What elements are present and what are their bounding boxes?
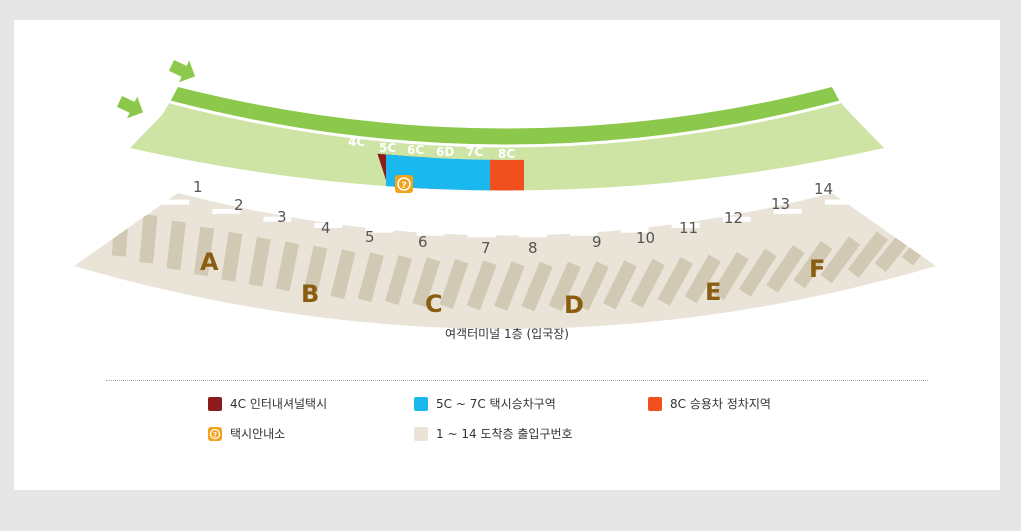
parking-stripe (548, 261, 581, 312)
road-separator (169, 100, 841, 148)
terminal-label: 여객터미널 1층 (입국장) (445, 327, 569, 341)
legend-gates: 1 ~ 14 도착층 출입구번호 (414, 425, 573, 442)
bay-6d-label: 6D (436, 145, 454, 159)
gate-notch (824, 199, 853, 205)
legend-international-taxi: 4C 인터내셔널택시 (208, 395, 327, 412)
parking-stripe (166, 220, 186, 271)
gate-number: 13 (771, 195, 790, 213)
car-zone-swatch (648, 396, 662, 411)
zone-letters: A B C D E F (200, 248, 825, 319)
gate-notch (773, 208, 802, 214)
parking-stripe (385, 254, 413, 305)
parking-stripe (275, 241, 300, 292)
parking-stripe (793, 240, 833, 289)
parking-stripe (221, 232, 243, 282)
gate-notch (467, 232, 496, 238)
parking-stripe (357, 252, 384, 303)
gate-number: 7 (481, 239, 491, 257)
zone-letter: C (425, 290, 443, 318)
parking-stripe (847, 231, 888, 278)
gate-number: 8 (528, 239, 538, 257)
gate-notch (671, 222, 700, 228)
parking-stripe (330, 249, 356, 300)
gate-number: 9 (592, 233, 602, 251)
gate-notch (263, 216, 292, 222)
parking-stripe (575, 261, 609, 311)
parking-stripe (494, 261, 525, 312)
parking-stripe (711, 251, 749, 301)
zone-letter: D (564, 291, 584, 319)
gate-notch (314, 222, 343, 228)
gate-notch (518, 232, 547, 238)
international-taxi-swatch (208, 396, 222, 411)
parking-stripe (193, 226, 215, 277)
legend-car-zone-label: 8C 승용차 정차지역 (670, 397, 771, 411)
outer-road (130, 115, 884, 191)
gate-notch (620, 227, 649, 233)
gate-number: 6 (418, 233, 428, 251)
gate-number: 2 (234, 196, 244, 214)
svg-text:?: ? (213, 431, 217, 439)
bay-5c-label: 5C (379, 141, 396, 155)
parking-stripe (766, 245, 805, 293)
svg-text:?: ? (401, 181, 406, 191)
parking-stripe (412, 257, 441, 308)
parking-stripe (439, 258, 469, 309)
parking-stripe (657, 256, 693, 306)
parking-stripe (820, 236, 861, 284)
parking-stripe (466, 260, 497, 311)
zone-letter: A (200, 248, 219, 276)
gates-swatch (414, 426, 428, 441)
legend-car-zone: 8C 승용차 정차지역 (648, 395, 771, 412)
parking-stripe (739, 248, 777, 297)
gate-notches (161, 199, 853, 238)
gate-number: 4 (321, 219, 331, 237)
legend-taxi-info: ? 택시안내소 (208, 425, 285, 442)
bay-7c-label: 7C (466, 145, 483, 159)
parking-stripe (521, 261, 553, 312)
bay-6c-label: 6C (407, 143, 424, 157)
zone-letter: B (301, 280, 319, 308)
zone-letter: E (705, 278, 721, 306)
parking-stripe (630, 258, 665, 308)
gate-notch (416, 230, 445, 236)
parking-stripe (303, 245, 328, 296)
bay-4c-label: 4C (348, 135, 365, 149)
gate-number: 12 (724, 209, 743, 227)
taxi-info-icon[interactable]: ? (395, 175, 413, 193)
zone-letter: F (809, 255, 825, 283)
legend-international-taxi-label: 4C 인터내셔널택시 (230, 397, 328, 411)
gate-number: 14 (814, 180, 833, 198)
legend-taxi-zone-label: 5C ~ 7C 택시승차구역 (436, 397, 556, 411)
inner-road (170, 87, 840, 146)
gate-number: 10 (636, 229, 655, 247)
parking-stripe (139, 214, 158, 264)
parking-stripe (248, 236, 271, 287)
legend-taxi-zone: 5C ~ 7C 택시승차구역 (414, 395, 556, 412)
gate-notch (161, 199, 190, 205)
gate-number: 3 (277, 208, 287, 226)
parking-stripe (603, 260, 637, 310)
parking-stripe (684, 254, 721, 304)
gate-number: 1 (193, 178, 203, 196)
gate-notch (569, 230, 598, 236)
gate-notch (212, 208, 241, 214)
gate-notch (722, 216, 751, 222)
legend-divider (106, 380, 928, 381)
taxi-zone-swatch (414, 396, 428, 411)
parking-stripes (111, 207, 936, 312)
bay-8c-label: 8C (498, 147, 515, 161)
legend-gates-label: 1 ~ 14 도착층 출입구번호 (436, 427, 573, 441)
inner-road-edge (162, 102, 852, 160)
direction-arrow-icon (168, 60, 196, 83)
taxi-info-legend-icon: ? (208, 426, 222, 441)
direction-arrow-icon (116, 96, 144, 119)
gate-number: 11 (679, 219, 698, 237)
gate-number: 5 (365, 228, 375, 246)
legend-taxi-info-label: 택시안내소 (230, 427, 286, 441)
gate-notch (365, 227, 394, 233)
